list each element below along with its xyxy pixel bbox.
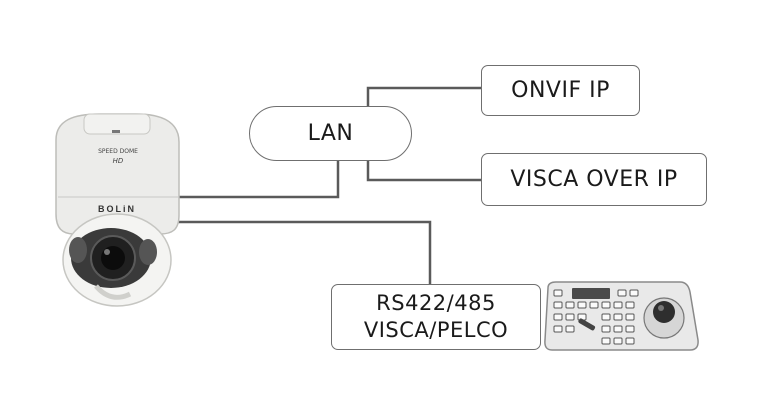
- serial-interface-label: RS422/485: [376, 291, 496, 315]
- wire-lan-to-visca-ip: [366, 161, 481, 182]
- lens-glare: [104, 249, 110, 255]
- wire-camera-to-serial: [178, 220, 432, 284]
- wiper: [94, 284, 132, 300]
- serial-protocol-label: VISCA/PELCO: [363, 318, 509, 342]
- brand-logo: BOLiN: [98, 204, 136, 214]
- visca-over-ip-node: VISCA OVER IP: [481, 153, 707, 206]
- speed-dome-label: SPEED DOME: [98, 148, 138, 155]
- camera-housing: [55, 113, 180, 235]
- zoom-lever: [578, 318, 596, 331]
- wire-camera-to-lan: [178, 161, 340, 199]
- lan-node: LAN: [249, 106, 412, 161]
- wire-lan-to-onvif: [366, 86, 481, 106]
- speed-dome-camera: SPEED DOME HD BOLiN: [55, 113, 180, 307]
- camera-indicator-icon: [112, 130, 120, 133]
- ptz-keyboard-controller: [544, 281, 699, 351]
- keyboard-display: [572, 288, 610, 299]
- ir-led-left: [69, 237, 87, 263]
- joystick-highlight: [658, 305, 664, 311]
- wires: [178, 86, 481, 284]
- hd-label: HD: [113, 157, 124, 165]
- onvif-ip-node: ONVIF IP: [481, 65, 640, 116]
- keyboard-buttons: [553, 289, 639, 345]
- joystick-icon: [653, 301, 675, 323]
- camera-lens-core: [101, 246, 125, 270]
- ir-led-right: [139, 239, 157, 265]
- camera-top-cap: [83, 113, 151, 135]
- serial-protocol-node: RS422/485 VISCA/PELCO: [331, 284, 541, 350]
